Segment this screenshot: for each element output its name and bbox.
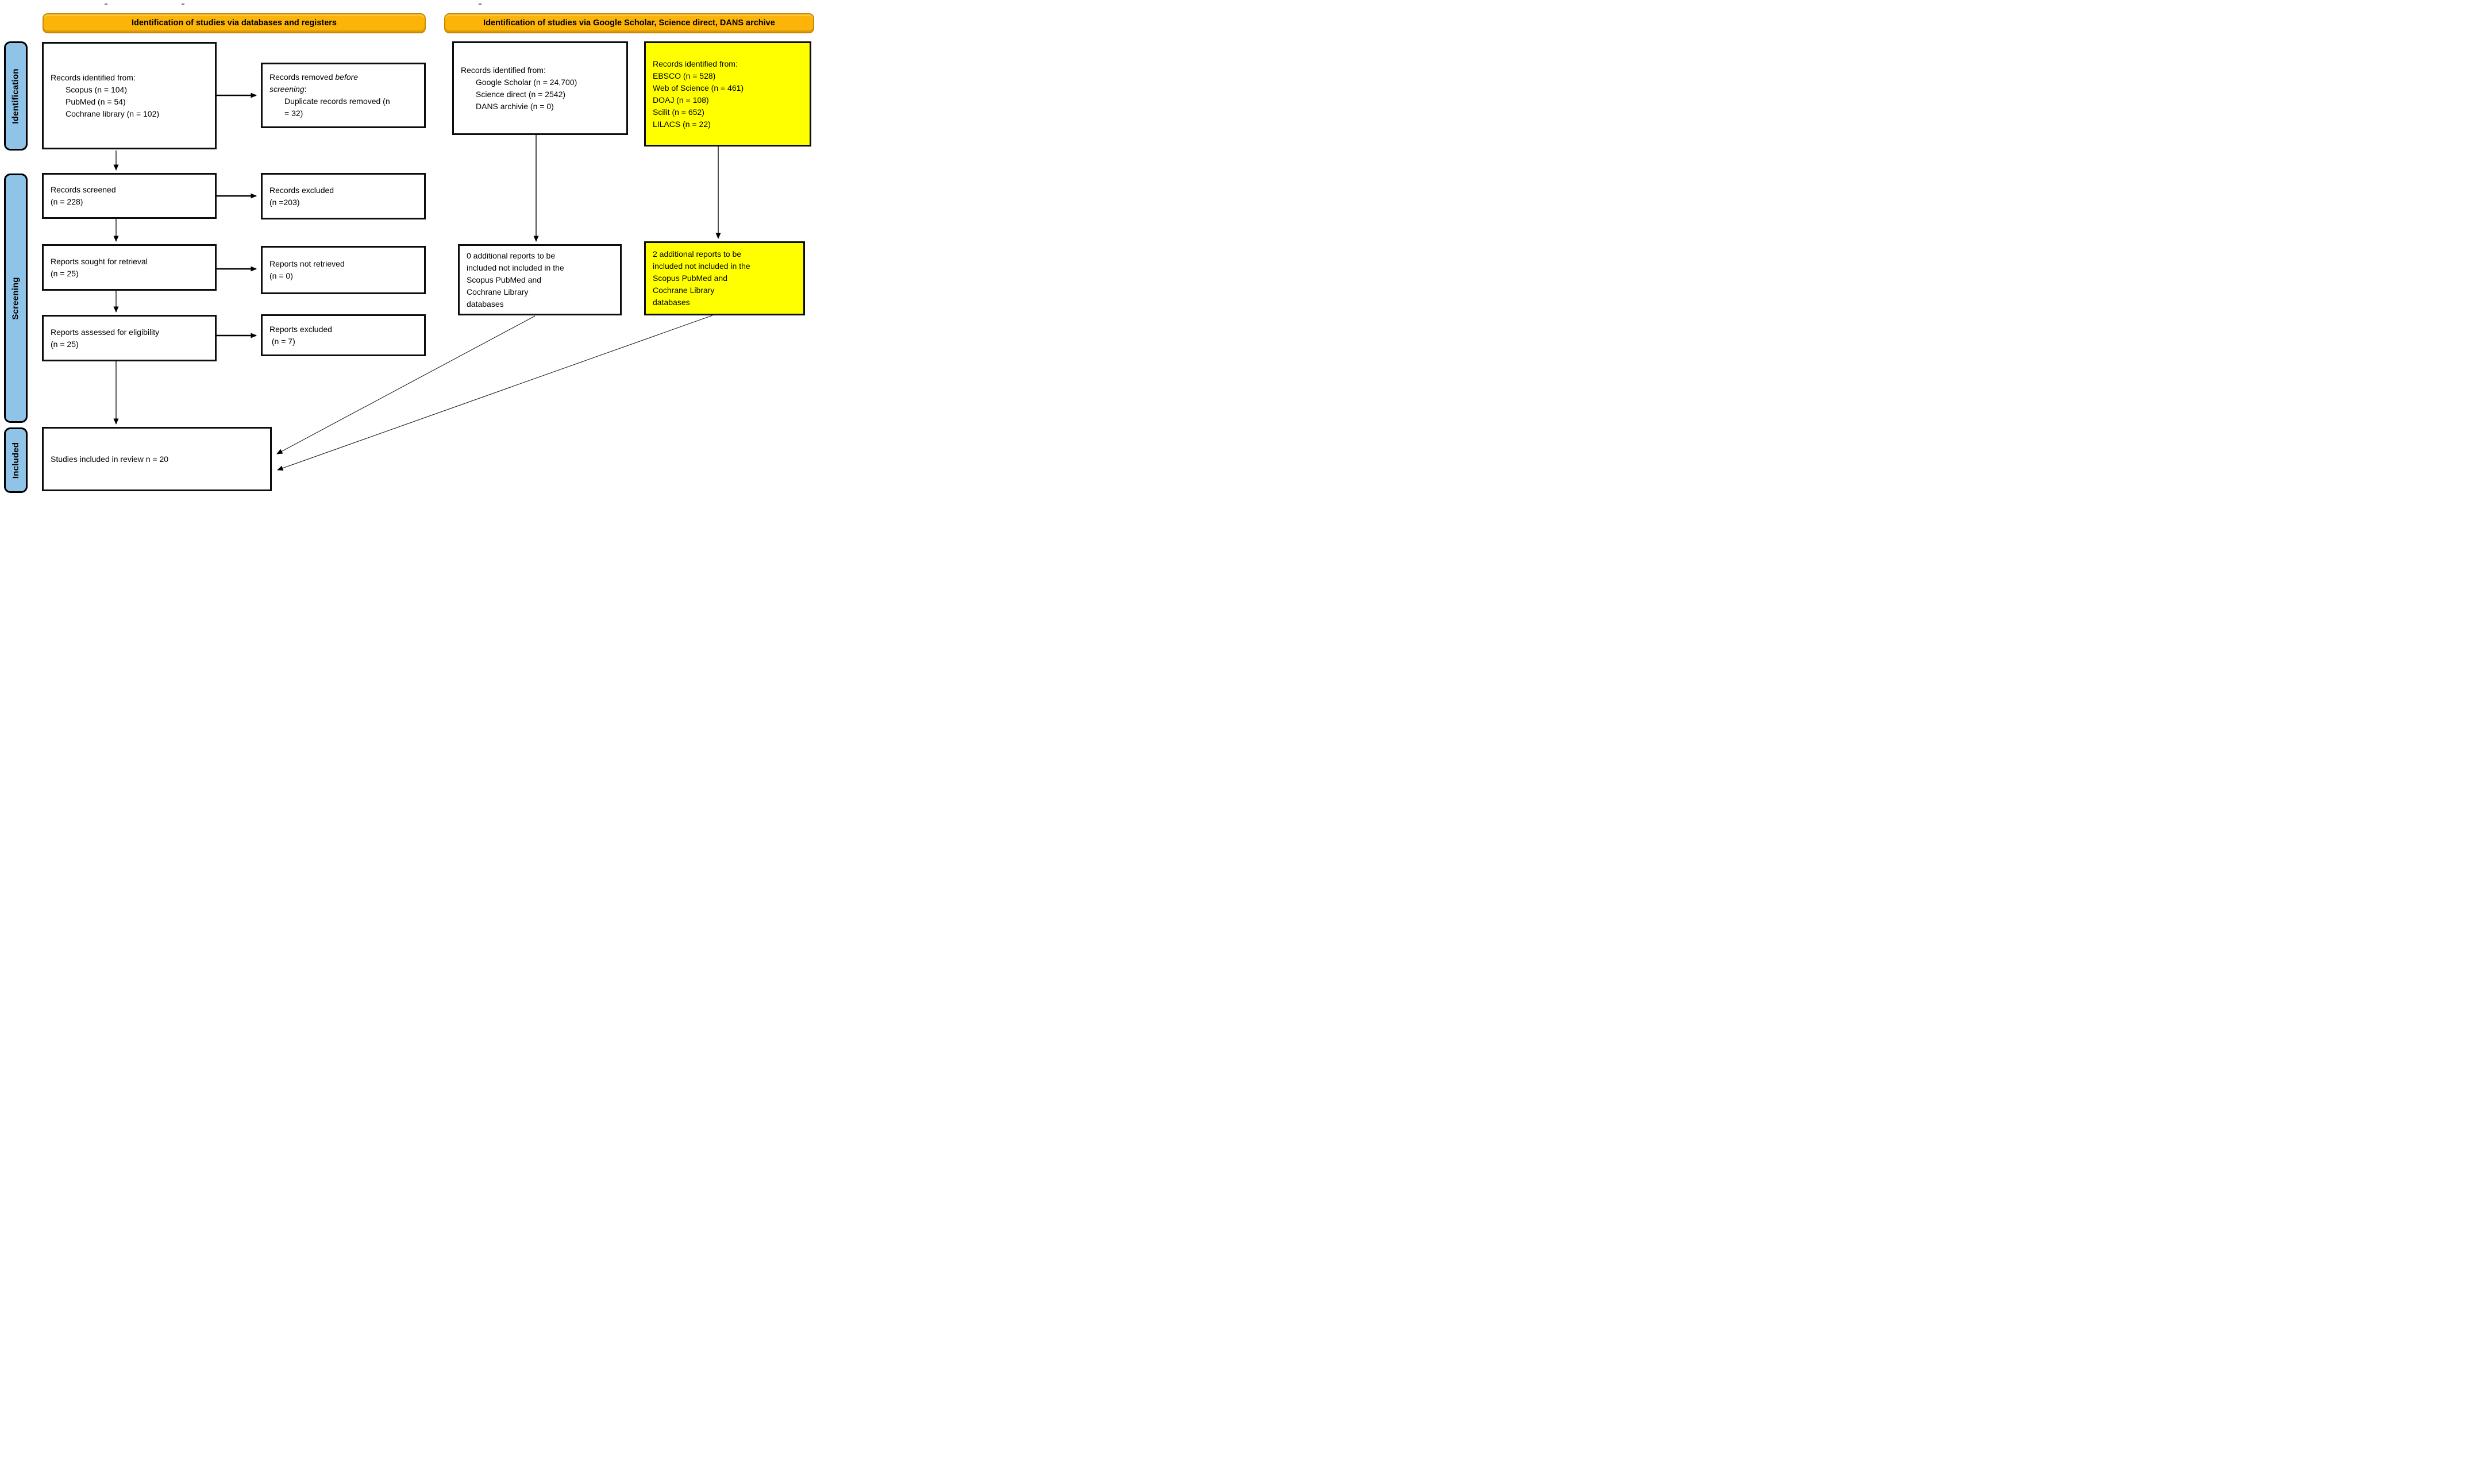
box-text: Records excluded	[269, 185, 334, 195]
artifact-mark	[479, 3, 482, 5]
box-additional-reports-0: 0 additional reports to be included not …	[458, 244, 622, 315]
box-title: Records identified from:	[461, 65, 546, 75]
box-records-identified-other: Records identified from: Google Scholar …	[452, 41, 628, 135]
box-text: 2 additional reports to be	[653, 249, 742, 259]
box-records-identified-highlight: Records identified from: EBSCO (n = 528)…	[644, 41, 811, 147]
box-text: Cochrane Library	[467, 287, 529, 296]
box-text: Scopus PubMed and	[653, 273, 727, 283]
source-count: EBSCO (n = 528)	[653, 71, 716, 80]
source-count: Science direct (n = 2542)	[476, 89, 566, 99]
box-reports-sought: Reports sought for retrieval (n = 25)	[42, 244, 217, 291]
box-additional-reports-2: 2 additional reports to be included not …	[644, 241, 805, 315]
source-count: LILACS (n = 22)	[653, 119, 711, 129]
header-label: Identification of studies via databases …	[132, 18, 337, 28]
artifact-mark	[182, 3, 184, 5]
box-text: Records screened	[51, 185, 116, 194]
box-title: Records removed before	[269, 72, 359, 82]
prisma-flow-diagram: Identification of studies via databases …	[0, 0, 823, 495]
box-text: Reports assessed for eligibility	[51, 327, 160, 337]
box-text: Scopus PubMed and	[467, 275, 541, 284]
box-title: screening:	[269, 84, 307, 94]
box-title: Records identified from:	[653, 59, 738, 68]
box-text: databases	[653, 298, 690, 307]
stage-bar-included: Included	[4, 427, 28, 493]
source-count: PubMed (n = 54)	[66, 97, 126, 106]
box-text: Reports sought for retrieval	[51, 256, 148, 266]
box-reports-not-retrieved: Reports not retrieved (n = 0)	[261, 246, 426, 294]
box-text: 0 additional reports to be	[467, 250, 556, 260]
removal-count: Duplicate records removed (n	[284, 97, 390, 106]
source-count: Cochrane library (n = 102)	[66, 109, 160, 118]
box-records-identified-databases: Records identified from: Scopus (n = 104…	[42, 42, 217, 149]
box-records-screened: Records screened (n = 228)	[42, 173, 217, 219]
box-records-removed: Records removed before screening: Duplic…	[261, 63, 426, 128]
source-count: Scopus (n = 104)	[66, 84, 128, 94]
source-count: DOAJ (n = 108)	[653, 95, 709, 105]
box-text: databases	[467, 299, 504, 309]
stage-bar-identification: Identification	[4, 41, 28, 151]
removal-count: = 32)	[284, 109, 303, 118]
source-count: Google Scholar (n = 24,700)	[476, 77, 577, 87]
source-count: Web of Science (n = 461)	[653, 83, 744, 92]
source-count: Scilit (n = 652)	[653, 107, 704, 117]
box-reports-excluded: Reports excluded (n = 7)	[261, 314, 426, 356]
header-google-scholar: Identification of studies via Google Sch…	[444, 13, 814, 33]
box-count: (n = 25)	[51, 339, 79, 349]
box-text: included not included in the	[653, 261, 750, 271]
source-count: DANS archivie (n = 0)	[476, 101, 554, 111]
box-records-excluded: Records excluded (n =203)	[261, 173, 426, 219]
box-count: (n = 7)	[269, 336, 295, 346]
stage-bar-screening: Screening	[4, 174, 28, 423]
box-text: Studies included in review n = 20	[51, 454, 169, 464]
stage-label: Identification	[11, 68, 21, 124]
box-count: (n = 0)	[269, 271, 293, 280]
header-databases-registers: Identification of studies via databases …	[43, 13, 426, 33]
stage-label: Included	[11, 442, 21, 479]
box-count: (n = 228)	[51, 197, 83, 206]
box-studies-included: Studies included in review n = 20	[42, 427, 272, 491]
box-text: Cochrane Library	[653, 286, 715, 295]
box-title: Records identified from:	[51, 72, 136, 82]
box-text: Reports excluded	[269, 324, 332, 334]
box-count: (n =203)	[269, 197, 300, 207]
box-count: (n = 25)	[51, 268, 79, 278]
box-text: Reports not retrieved	[269, 259, 345, 268]
header-label: Identification of studies via Google Sch…	[483, 18, 775, 28]
stage-label: Screening	[11, 276, 21, 320]
box-text: included not included in the	[467, 263, 564, 272]
box-reports-assessed: Reports assessed for eligibility (n = 25…	[42, 315, 217, 361]
artifact-mark	[105, 3, 107, 5]
